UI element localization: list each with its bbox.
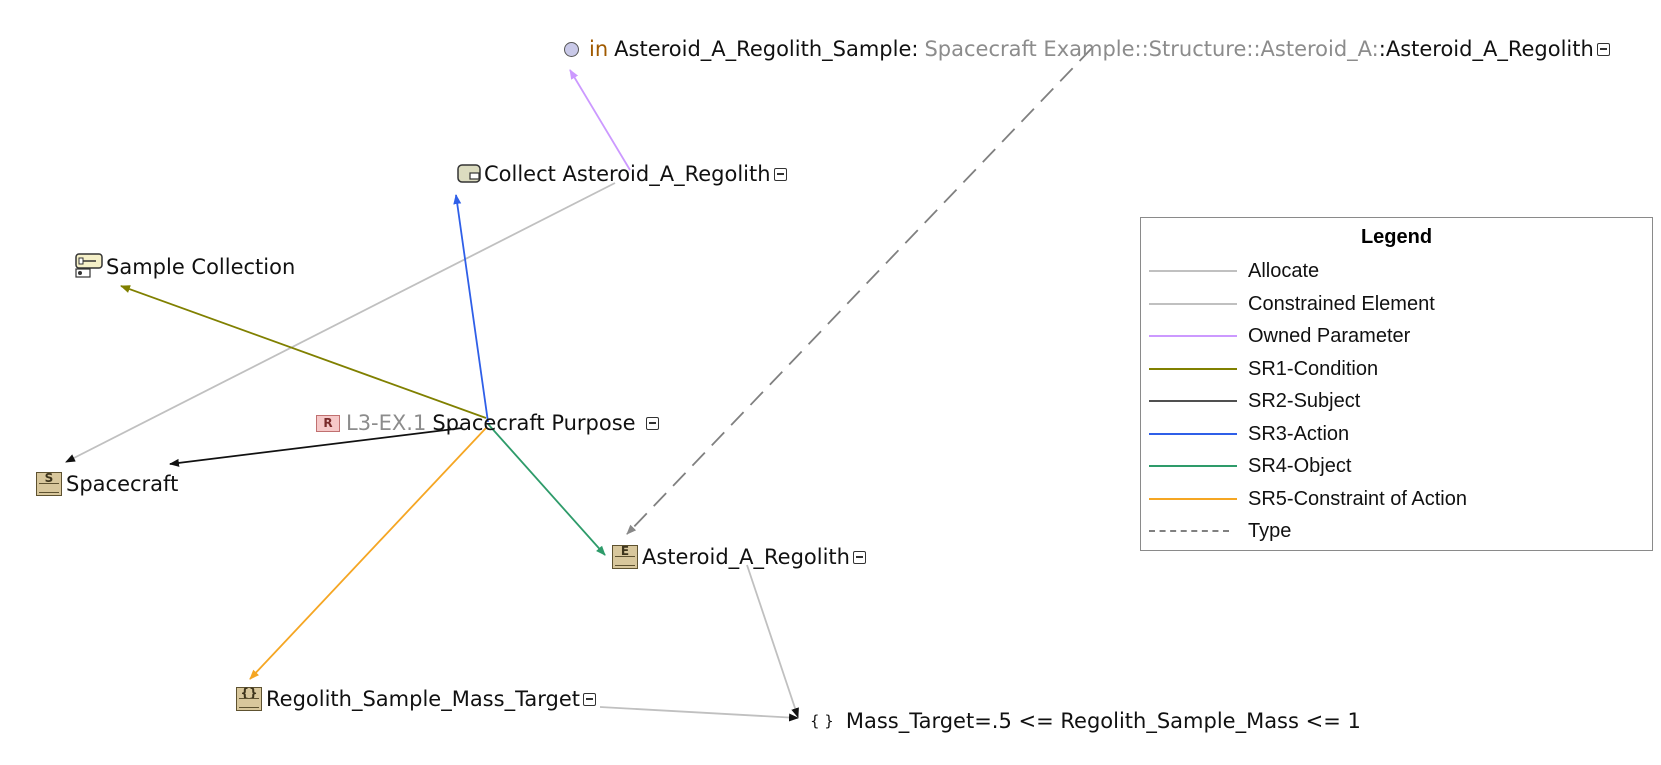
activity-label: Collect Asteroid_A_Regolith — [484, 162, 771, 186]
requirement-name: Spacecraft Purpose — [432, 411, 636, 435]
parameter-name: Asteroid_A_Regolith_Sample — [614, 37, 912, 61]
activity-node[interactable]: Collect Asteroid_A_Regolith — [456, 161, 787, 187]
legend-label: Type — [1248, 520, 1292, 542]
edge-sr5-constraint-of-action[interactable] — [249, 427, 487, 680]
legend-title: Legend — [1360, 226, 1433, 248]
legend-item: Constrained Element — [1141, 291, 1652, 317]
edge-sr1-condition[interactable] — [120, 285, 487, 419]
mass-target-block-collapse-icon[interactable] — [583, 692, 597, 706]
legend-swatch — [1149, 367, 1237, 370]
constraint-label: Mass_Target=.5 <= Regolith_Sample_Mass <… — [845, 709, 1361, 733]
legend-swatch — [1149, 530, 1229, 532]
edge-constrained-element-regolith[interactable] — [746, 564, 799, 718]
spacecraft-label: Spacecraft — [66, 472, 179, 496]
edge-sr3-action[interactable] — [453, 194, 489, 423]
block-icon: S — [36, 472, 62, 496]
mass-target-block-node[interactable]: {} Regolith_Sample_Mass_Target — [236, 686, 597, 712]
edge-owned-parameter[interactable] — [569, 69, 631, 171]
legend-item: SR5-Constraint of Action — [1141, 486, 1652, 512]
legend-item: SR2-Subject — [1141, 388, 1652, 414]
legend-item: SR4-Object — [1141, 453, 1652, 479]
parameter-circle-icon — [564, 41, 579, 57]
activity-icon — [457, 164, 481, 183]
legend-label: Owned Parameter — [1248, 325, 1411, 347]
spacecraft-node[interactable]: S Spacecraft — [36, 471, 178, 497]
requirement-id: L3-EX.1 — [346, 411, 427, 435]
legend-label: SR1-Condition — [1248, 357, 1379, 380]
edge-sr4-object[interactable] — [487, 423, 606, 556]
regolith-label: Asteroid_A_Regolith — [642, 545, 850, 569]
regolith-node[interactable]: E Asteroid_A_Regolith — [612, 544, 866, 570]
edge-allocate[interactable] — [65, 182, 616, 463]
use-case-node[interactable]: Sample Collection — [74, 252, 295, 282]
legend-swatch — [1149, 302, 1237, 305]
constraint-node[interactable]: { } Mass_Target=.5 <= Regolith_Sample_Ma… — [810, 708, 1361, 734]
legend-swatch — [1149, 335, 1237, 337]
block-icon: E — [612, 545, 638, 569]
legend-swatch — [1149, 400, 1237, 402]
requirement-icon: R — [316, 414, 340, 432]
legend-item: Owned Parameter — [1141, 323, 1652, 349]
edge-type[interactable] — [626, 47, 1093, 535]
requirement-node[interactable]: R L3-EX.1 Spacecraft Purpose — [316, 410, 659, 436]
mass-target-block-label: Regolith_Sample_Mass_Target — [266, 687, 581, 711]
legend-label: Allocate — [1248, 260, 1320, 282]
legend-label: SR5-Constraint of Action — [1248, 487, 1467, 510]
regolith-collapse-icon[interactable] — [852, 550, 866, 564]
legend-item: Type — [1141, 518, 1652, 544]
legend-item: SR1-Condition — [1141, 356, 1652, 382]
parameter-node[interactable]: in Asteroid_A_Regolith_Sample: Spacecraf… — [564, 36, 1610, 62]
parameter-type-name: :Asteroid_A_Regolith — [1378, 37, 1594, 61]
legend-label: SR2-Subject — [1248, 390, 1361, 412]
requirement-collapse-icon[interactable] — [645, 416, 659, 430]
legend-label: SR4-Object — [1248, 455, 1352, 477]
legend-item: SR3-Action — [1141, 421, 1652, 447]
block-icon-letter: E — [620, 544, 630, 558]
activity-collapse-icon[interactable] — [773, 167, 787, 181]
legend-label: Constrained Element — [1248, 292, 1435, 315]
edge-sr2-subject[interactable] — [169, 427, 463, 467]
legend-swatch — [1149, 465, 1237, 467]
legend-swatch — [1149, 432, 1237, 435]
parameter-separator: : — [911, 37, 919, 61]
legend-swatch — [1149, 270, 1237, 272]
edge-constrained-element-mass-target[interactable] — [599, 706, 799, 722]
parameter-type-path: Spacecraft Example::Structure::Asteroid_… — [924, 37, 1379, 61]
parameter-collapse-icon[interactable] — [1596, 42, 1610, 56]
legend-item: Allocate — [1141, 258, 1652, 284]
constraint-block-icon: {} — [236, 687, 262, 711]
use-case-icon — [75, 253, 103, 278]
legend-swatch — [1149, 497, 1237, 500]
block-icon-letter: {} — [240, 686, 258, 700]
use-case-label: Sample Collection — [106, 255, 296, 279]
parameter-direction: in — [589, 37, 609, 61]
legend-label: SR3-Action — [1248, 422, 1350, 445]
constraint-braces-icon: { } — [810, 712, 834, 730]
block-icon-letter: S — [44, 471, 54, 485]
